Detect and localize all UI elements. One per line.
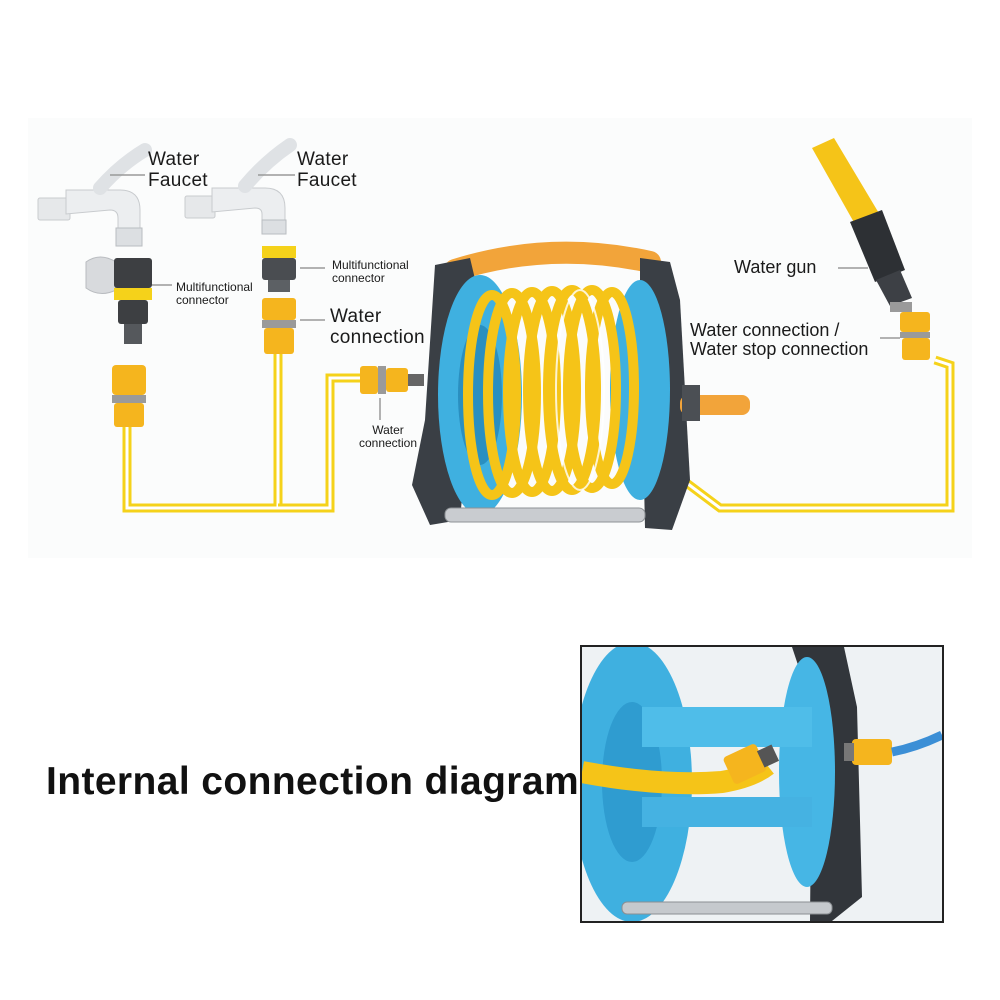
water-faucet-right-icon: [184, 138, 297, 235]
water-stop-connection-icon: [880, 312, 930, 360]
water-connection-main-line2: connection: [330, 326, 425, 348]
water-connection-small-line1: Water: [372, 423, 404, 437]
water-faucet-left-icon: [37, 143, 152, 247]
hose-reel-icon: [412, 241, 750, 530]
multi-right-line2: connector: [332, 270, 385, 285]
multi-left-line2: connector: [176, 292, 229, 307]
multifunctional-connector-left-icon: [85, 256, 172, 344]
water-connection-reel-icon: [360, 366, 424, 420]
water-connection-lower-left-icon: [112, 365, 146, 427]
multi-right-line1: Multifunctional: [332, 258, 409, 272]
supply-hose-lines: [122, 345, 955, 513]
internal-connection-illustration: [582, 647, 942, 921]
water-gun-icon: [812, 138, 912, 312]
faucet-right-line1: Water: [297, 149, 349, 170]
faucet-left-label: Water Faucet: [148, 149, 208, 191]
stop-connection-line2: Water stop connection: [690, 339, 869, 360]
faucet-right-line2: Faucet: [297, 169, 357, 191]
faucet-right-label: Water Faucet: [297, 149, 357, 191]
faucet-left-line1: Water: [148, 149, 200, 170]
multi-left-line1: Multifunctional: [176, 280, 253, 294]
water-connection-main-line1: Water: [330, 306, 382, 327]
stop-connection-line1: Water connection /: [690, 320, 840, 340]
water-connection-small-line2: connection: [358, 435, 418, 450]
multi-right-label: Multifunctional connector: [332, 259, 409, 285]
water-connection-upper-icon: [262, 298, 325, 354]
water-gun-label: Water gun: [734, 257, 817, 277]
multifunctional-connector-right-icon: [262, 246, 325, 292]
internal-connection-title: Internal connection diagram: [46, 760, 580, 803]
faucet-left-line2: Faucet: [148, 169, 208, 191]
water-connection-main-label: Water connection: [330, 306, 425, 348]
water-connection-small-label: Water connection: [353, 424, 423, 450]
internal-connection-inset: [580, 645, 944, 923]
stop-connection-label: Water connection / Water stop connection: [690, 320, 869, 360]
multi-left-label: Multifunctional connector: [176, 281, 253, 307]
